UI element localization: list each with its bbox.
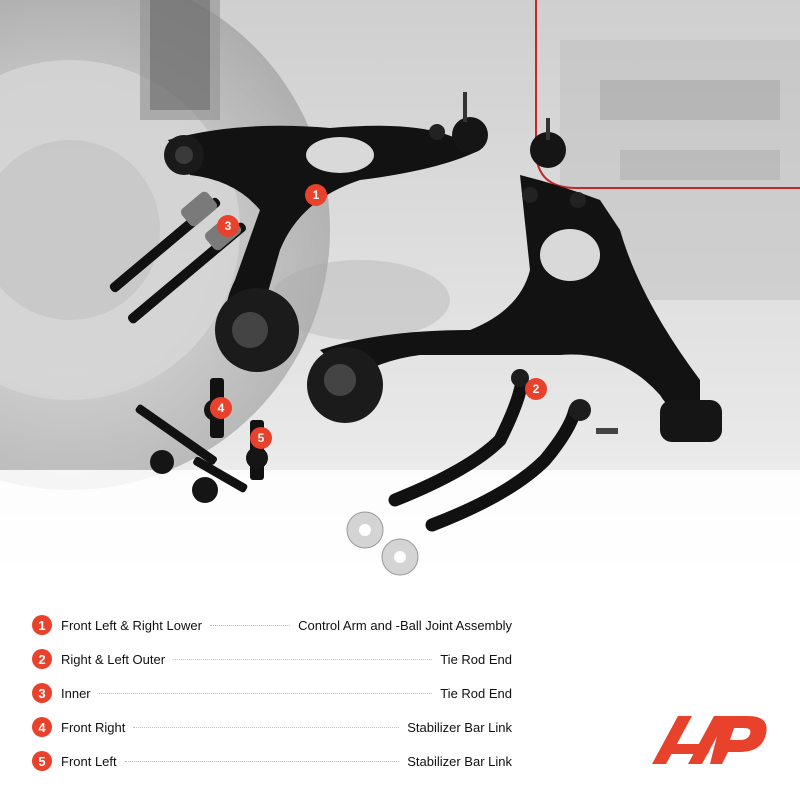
legend-row-4: 4 Front Right Stabilizer Bar Link — [32, 710, 512, 744]
legend-number-badge: 5 — [32, 751, 52, 771]
legend-right-text: Control Arm and -Ball Joint Assembly — [298, 617, 512, 633]
product-image: 1 2 3 4 5 — [0, 0, 800, 600]
control-arm-left — [164, 92, 488, 372]
leader-dots — [133, 726, 400, 728]
legend-right-text: Stabilizer Bar Link — [407, 753, 512, 769]
washers — [346, 511, 419, 576]
legend-number-badge: 2 — [32, 649, 52, 669]
outer-tie-rods — [388, 369, 618, 532]
callout-3-label: 3 — [225, 219, 232, 233]
legend-left-text: Front Right — [61, 719, 126, 735]
legend-right-text: Tie Rod End — [440, 651, 512, 667]
legend-number-badge: 3 — [32, 683, 52, 703]
control-arm-right — [307, 118, 722, 442]
background-scene — [0, 0, 800, 600]
parts-legend: 1 Front Left & Right Lower Control Arm a… — [32, 608, 512, 778]
legend-left-text: Front Left — [61, 753, 117, 769]
callout-5-label: 5 — [258, 431, 265, 445]
callout-1-label: 1 — [313, 188, 320, 202]
callout-4-label: 4 — [218, 401, 225, 415]
legend-right-text: Stabilizer Bar Link — [407, 719, 512, 735]
legend-number-badge: 1 — [32, 615, 52, 635]
leader-dots — [209, 624, 291, 626]
legend-left-text: Right & Left Outer — [61, 651, 166, 667]
brand-logo-icon — [652, 716, 767, 764]
callout-4: 4 — [210, 397, 232, 419]
leader-dots — [98, 692, 433, 694]
legend-row-5: 5 Front Left Stabilizer Bar Link — [32, 744, 512, 778]
legend-left-text: Inner — [61, 685, 91, 701]
callout-2: 2 — [525, 378, 547, 400]
leader-dots — [124, 760, 400, 762]
legend-number-badge: 4 — [32, 717, 52, 737]
callout-5: 5 — [250, 427, 272, 449]
legend-row-3: 3 Inner Tie Rod End — [32, 676, 512, 710]
legend-right-text: Tie Rod End — [440, 685, 512, 701]
legend-row-1: 1 Front Left & Right Lower Control Arm a… — [32, 608, 512, 642]
callout-3: 3 — [217, 215, 239, 237]
legend-row-2: 2 Right & Left Outer Tie Rod End — [32, 642, 512, 676]
callout-2-label: 2 — [533, 382, 540, 396]
callout-1: 1 — [305, 184, 327, 206]
legend-left-text: Front Left & Right Lower — [61, 617, 202, 633]
leader-dots — [173, 658, 433, 660]
